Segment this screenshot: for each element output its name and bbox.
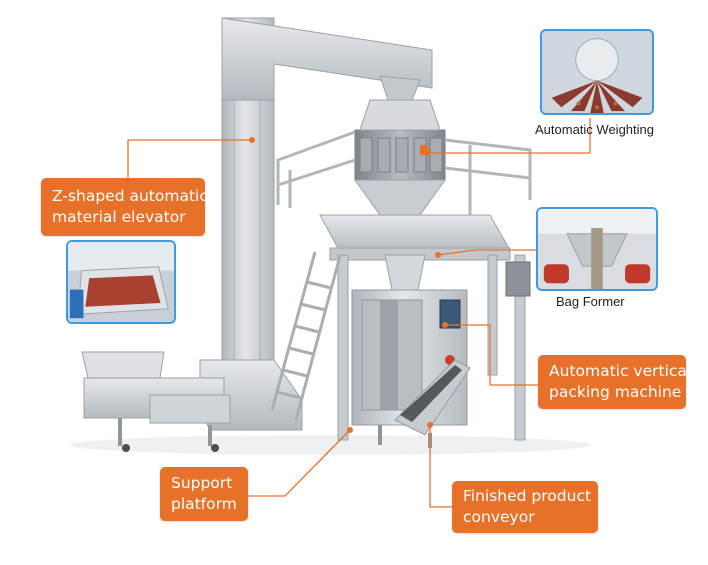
- inset-weighting-caption: Automatic Weighting: [535, 122, 654, 137]
- elevator-top-arm: [221, 17, 433, 101]
- weigher-buckets: [359, 137, 443, 173]
- platform-deck: [319, 214, 511, 253]
- inset-weighting-photo: [540, 29, 654, 115]
- leader-weighting: [428, 118, 591, 154]
- ladder: [270, 251, 342, 421]
- leader-packing: [445, 324, 538, 386]
- floor-shadow: [70, 435, 590, 455]
- inset-bag-former-caption: Bag Former: [556, 294, 625, 309]
- inset-elevator-photo: [66, 240, 176, 324]
- leader-support: [248, 429, 351, 497]
- leader-dots: [249, 137, 448, 433]
- callout-elevator: Z-shaped automatic material elevator: [41, 178, 208, 236]
- platform-legs: [337, 254, 526, 441]
- callout-conveyor: Finished product conveyor: [452, 481, 598, 533]
- leader-conveyor: [429, 425, 452, 508]
- callout-support: Support platform: [160, 467, 248, 521]
- leader-elevator: [127, 139, 252, 178]
- panel-icon: [439, 299, 461, 329]
- callout-packing: Automatic vertical packing machine: [538, 355, 691, 409]
- feed-hopper: [81, 351, 165, 379]
- platform-railing: [276, 130, 532, 215]
- inset-bag-former-photo: [536, 207, 658, 291]
